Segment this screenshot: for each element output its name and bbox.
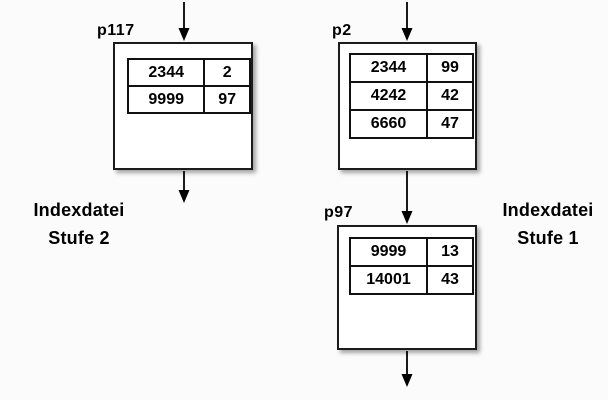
arrow-into-p2 — [401, 2, 413, 41]
node-p117-label: p117 — [97, 22, 135, 39]
arrow-out-of-p97 — [401, 351, 413, 387]
node-p2-box: 2344 99 4242 42 6660 47 — [338, 42, 477, 170]
table-row: 6660 47 — [349, 109, 474, 139]
table-row: 2344 99 — [349, 53, 474, 83]
node-p117-table: 2344 2 9999 97 — [126, 58, 251, 114]
caption-index-level-2: Indexdatei Stufe 2 — [9, 196, 149, 252]
node-p2-label: p2 — [332, 22, 352, 39]
node-p117-box: 2344 2 9999 97 — [113, 42, 253, 170]
table-row: 9999 13 — [349, 237, 474, 267]
node-p97-table: 9999 13 14001 43 — [349, 237, 474, 295]
pointer-cell: 42 — [426, 81, 474, 111]
arrow-into-p117 — [178, 2, 190, 41]
table-row: 2344 2 — [126, 58, 251, 87]
caption-index-level-1: Indexdatei Stufe 1 — [488, 196, 608, 252]
pointer-cell: 43 — [426, 265, 474, 295]
table-row: 9999 97 — [126, 85, 251, 114]
key-cell: 2344 — [349, 53, 428, 83]
caption-line: Stufe 2 — [48, 228, 110, 248]
node-p97-label: p97 — [324, 204, 354, 221]
caption-line: Stufe 1 — [517, 228, 579, 248]
pointer-cell: 99 — [426, 53, 474, 83]
node-p2-table: 2344 99 4242 42 6660 47 — [349, 53, 474, 139]
pointer-cell: 47 — [426, 109, 474, 139]
key-cell: 9999 — [126, 85, 206, 114]
caption-line: Indexdatei — [502, 200, 594, 220]
pointer-cell: 13 — [426, 237, 474, 267]
table-row: 14001 43 — [349, 265, 474, 295]
arrow-out-of-p117 — [178, 171, 190, 203]
caption-line: Indexdatei — [33, 200, 125, 220]
arrow-p2-to-p97 — [401, 171, 413, 224]
pointer-cell: 97 — [203, 85, 251, 114]
key-cell: 14001 — [349, 265, 428, 295]
key-cell: 9999 — [349, 237, 428, 267]
key-cell: 2344 — [126, 58, 206, 87]
key-cell: 4242 — [349, 81, 428, 111]
pointer-cell: 2 — [203, 58, 251, 87]
key-cell: 6660 — [349, 109, 428, 139]
node-p97-box: 9999 13 14001 43 — [337, 225, 477, 350]
table-row: 4242 42 — [349, 81, 474, 111]
